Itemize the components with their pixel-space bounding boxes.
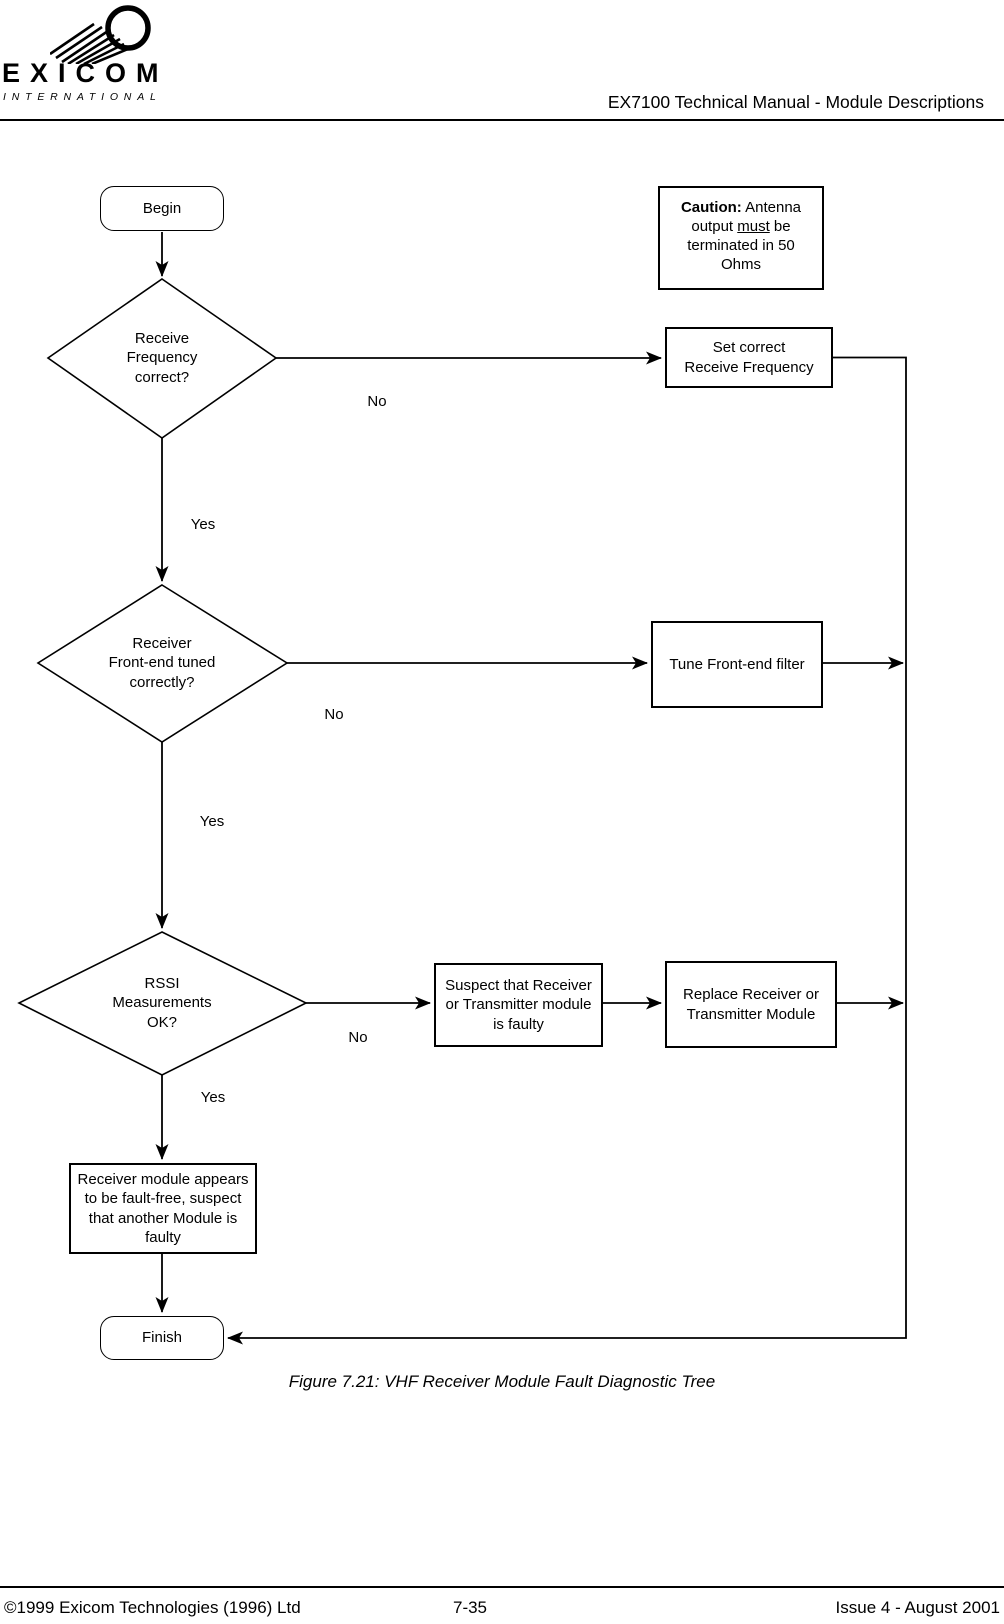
suspect-module-node: Suspect that Receiver or Transmitter mod… — [434, 963, 603, 1047]
begin-node: Begin — [100, 186, 224, 231]
comet-logo-icon — [50, 5, 151, 64]
tune-front-end-node: Tune Front-end filter — [651, 621, 823, 708]
decision-label-front-end-tuned: Receiver Front-end tuned correctly? — [108, 634, 216, 691]
edge-label-yes-3: Yes — [200, 1089, 226, 1106]
caution-text: Caution: Antenna output must be terminat… — [680, 199, 802, 274]
footer-rule — [0, 1586, 1004, 1588]
replace-module-node: Replace Receiver or Transmitter Module — [665, 961, 837, 1048]
edge-label-yes-2: Yes — [199, 813, 225, 830]
fault-free-node: Receiver module appears to be fault-free… — [69, 1163, 257, 1254]
footer-issue: Issue 4 - August 2001 — [835, 1598, 1000, 1617]
figure-caption: Figure 7.21: VHF Receiver Module Fault D… — [288, 1372, 716, 1391]
edge-label-no-1: No — [367, 393, 387, 410]
edge-return-to-finish — [227, 356, 907, 1345]
logo-wordmark: EXICOM — [2, 58, 169, 88]
document-title: EX7100 Technical Manual - Module Descrip… — [607, 92, 984, 112]
set-correct-frequency-node: Set correct Receive Frequency — [665, 327, 833, 388]
caution-note: Caution: Antenna output must be terminat… — [658, 186, 824, 290]
logo-subtitle: INTERNATIONAL — [3, 91, 162, 103]
footer-copyright: ©1999 Exicom Technologies (1996) Ltd — [4, 1598, 301, 1617]
finish-node: Finish — [100, 1316, 224, 1360]
footer-page-number: 7-35 — [452, 1598, 488, 1617]
edge-label-yes-1: Yes — [190, 516, 216, 533]
edge-label-no-2: No — [324, 706, 344, 723]
header-rule — [0, 119, 1004, 121]
edge-label-no-3: No — [348, 1029, 368, 1046]
decision-label-receive-frequency: Receive Frequency correct? — [126, 329, 198, 386]
decision-label-rssi: RSSI Measurements OK? — [112, 974, 212, 1031]
